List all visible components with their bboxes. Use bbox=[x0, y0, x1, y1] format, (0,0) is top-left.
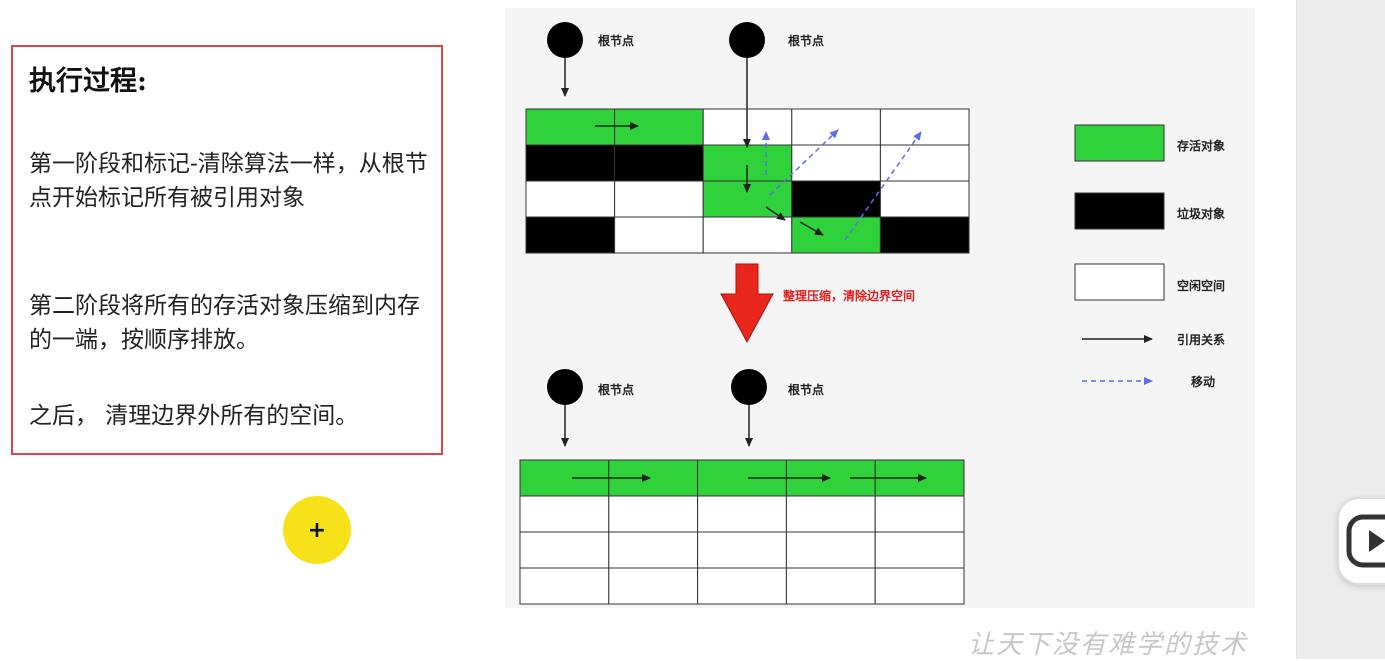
heap-before-compaction bbox=[525, 108, 970, 254]
legend-free-swatch bbox=[1074, 263, 1165, 301]
cleanup-text: 之后， 清理边界外所有的空间。 bbox=[29, 403, 359, 429]
legend-garbage-label: 垃圾对象 bbox=[1177, 206, 1225, 221]
video-player-button[interactable] bbox=[1337, 497, 1385, 585]
move-arrow bbox=[769, 129, 839, 196]
compact-down-arrow bbox=[720, 263, 774, 344]
heap-cell-free bbox=[879, 144, 970, 182]
legend-garbage-swatch bbox=[1074, 192, 1165, 230]
heap-cell-free bbox=[519, 531, 610, 569]
stage-one-text: 第一阶段和标记-清除算法一样，从根节点开始标记所有被引用对象 bbox=[29, 151, 428, 211]
heap-cell-free bbox=[874, 495, 965, 533]
legend-live-swatch bbox=[1074, 124, 1165, 162]
move-arrow bbox=[844, 131, 922, 241]
root-node-2 bbox=[729, 22, 765, 58]
cursor-highlight: + bbox=[283, 496, 351, 564]
panel-heading: 执行过程: bbox=[29, 66, 147, 97]
legend-free-label: 空闲空间 bbox=[1177, 278, 1225, 293]
root-node-3-label: 根节点 bbox=[598, 382, 634, 397]
root-node-3 bbox=[547, 369, 583, 405]
heap-cell-free bbox=[697, 531, 787, 569]
cursor-plus-icon: + bbox=[307, 517, 327, 543]
heap-cell-free bbox=[697, 495, 787, 533]
heap-cell-garbage bbox=[879, 216, 970, 254]
heap-cell-garbage bbox=[614, 144, 704, 182]
heap-cell-free bbox=[785, 531, 876, 569]
legend-move-label: 移动 bbox=[1191, 374, 1215, 389]
heap-cell-free bbox=[608, 531, 699, 569]
heap-cell-free bbox=[614, 216, 704, 254]
heap-cell-garbage bbox=[525, 216, 616, 254]
legend-reference-label: 引用关系 bbox=[1177, 332, 1225, 347]
heap-cell-free bbox=[702, 216, 793, 254]
heap-cell-free bbox=[874, 531, 965, 569]
heap-cell-free bbox=[519, 567, 610, 605]
heap-cell-free bbox=[608, 567, 699, 605]
heap-cell-free bbox=[874, 567, 965, 605]
watermark-text: 让天下没有难学的技术 bbox=[968, 630, 1249, 660]
root-node-1 bbox=[547, 22, 583, 58]
heap-cell-free bbox=[525, 180, 616, 218]
heap-cell-free bbox=[697, 567, 787, 605]
heap-cell-live bbox=[614, 108, 704, 146]
heap-cell-garbage bbox=[525, 144, 616, 182]
heap-cell-live bbox=[525, 108, 616, 146]
explanation-panel: 执行过程: 第一阶段和标记-清除算法一样，从根节点开始标记所有被引用对象 第二阶… bbox=[11, 45, 443, 455]
root-node-4-label: 根节点 bbox=[788, 382, 824, 397]
heap-cell-free bbox=[879, 108, 970, 146]
heap-cell-free bbox=[608, 495, 699, 533]
reference-arrow bbox=[799, 221, 824, 236]
heap-cell-free bbox=[785, 495, 876, 533]
heap-cell-free bbox=[791, 108, 881, 146]
heap-cell-free bbox=[785, 567, 876, 605]
root-node-1-label: 根节点 bbox=[598, 33, 634, 48]
reference-arrow bbox=[765, 206, 786, 221]
root-node-4 bbox=[731, 369, 767, 405]
stage-two-text: 第二阶段将所有的存活对象压缩到内存的一端，按顺序排放。 bbox=[29, 293, 420, 353]
root-node-2-label: 根节点 bbox=[788, 33, 824, 48]
heap-cell-free bbox=[614, 180, 704, 218]
heap-after-compaction bbox=[519, 459, 965, 605]
heap-cell-garbage bbox=[791, 180, 881, 218]
heap-cell-free bbox=[519, 495, 610, 533]
play-icon bbox=[1346, 514, 1385, 568]
legend-live-label: 存活对象 bbox=[1176, 138, 1225, 153]
heap-cell-free bbox=[791, 144, 881, 182]
compact-label: 整理压缩，清除边界空间 bbox=[782, 288, 915, 303]
heap-cell-free bbox=[879, 180, 970, 218]
heap-cell-live bbox=[791, 216, 881, 254]
